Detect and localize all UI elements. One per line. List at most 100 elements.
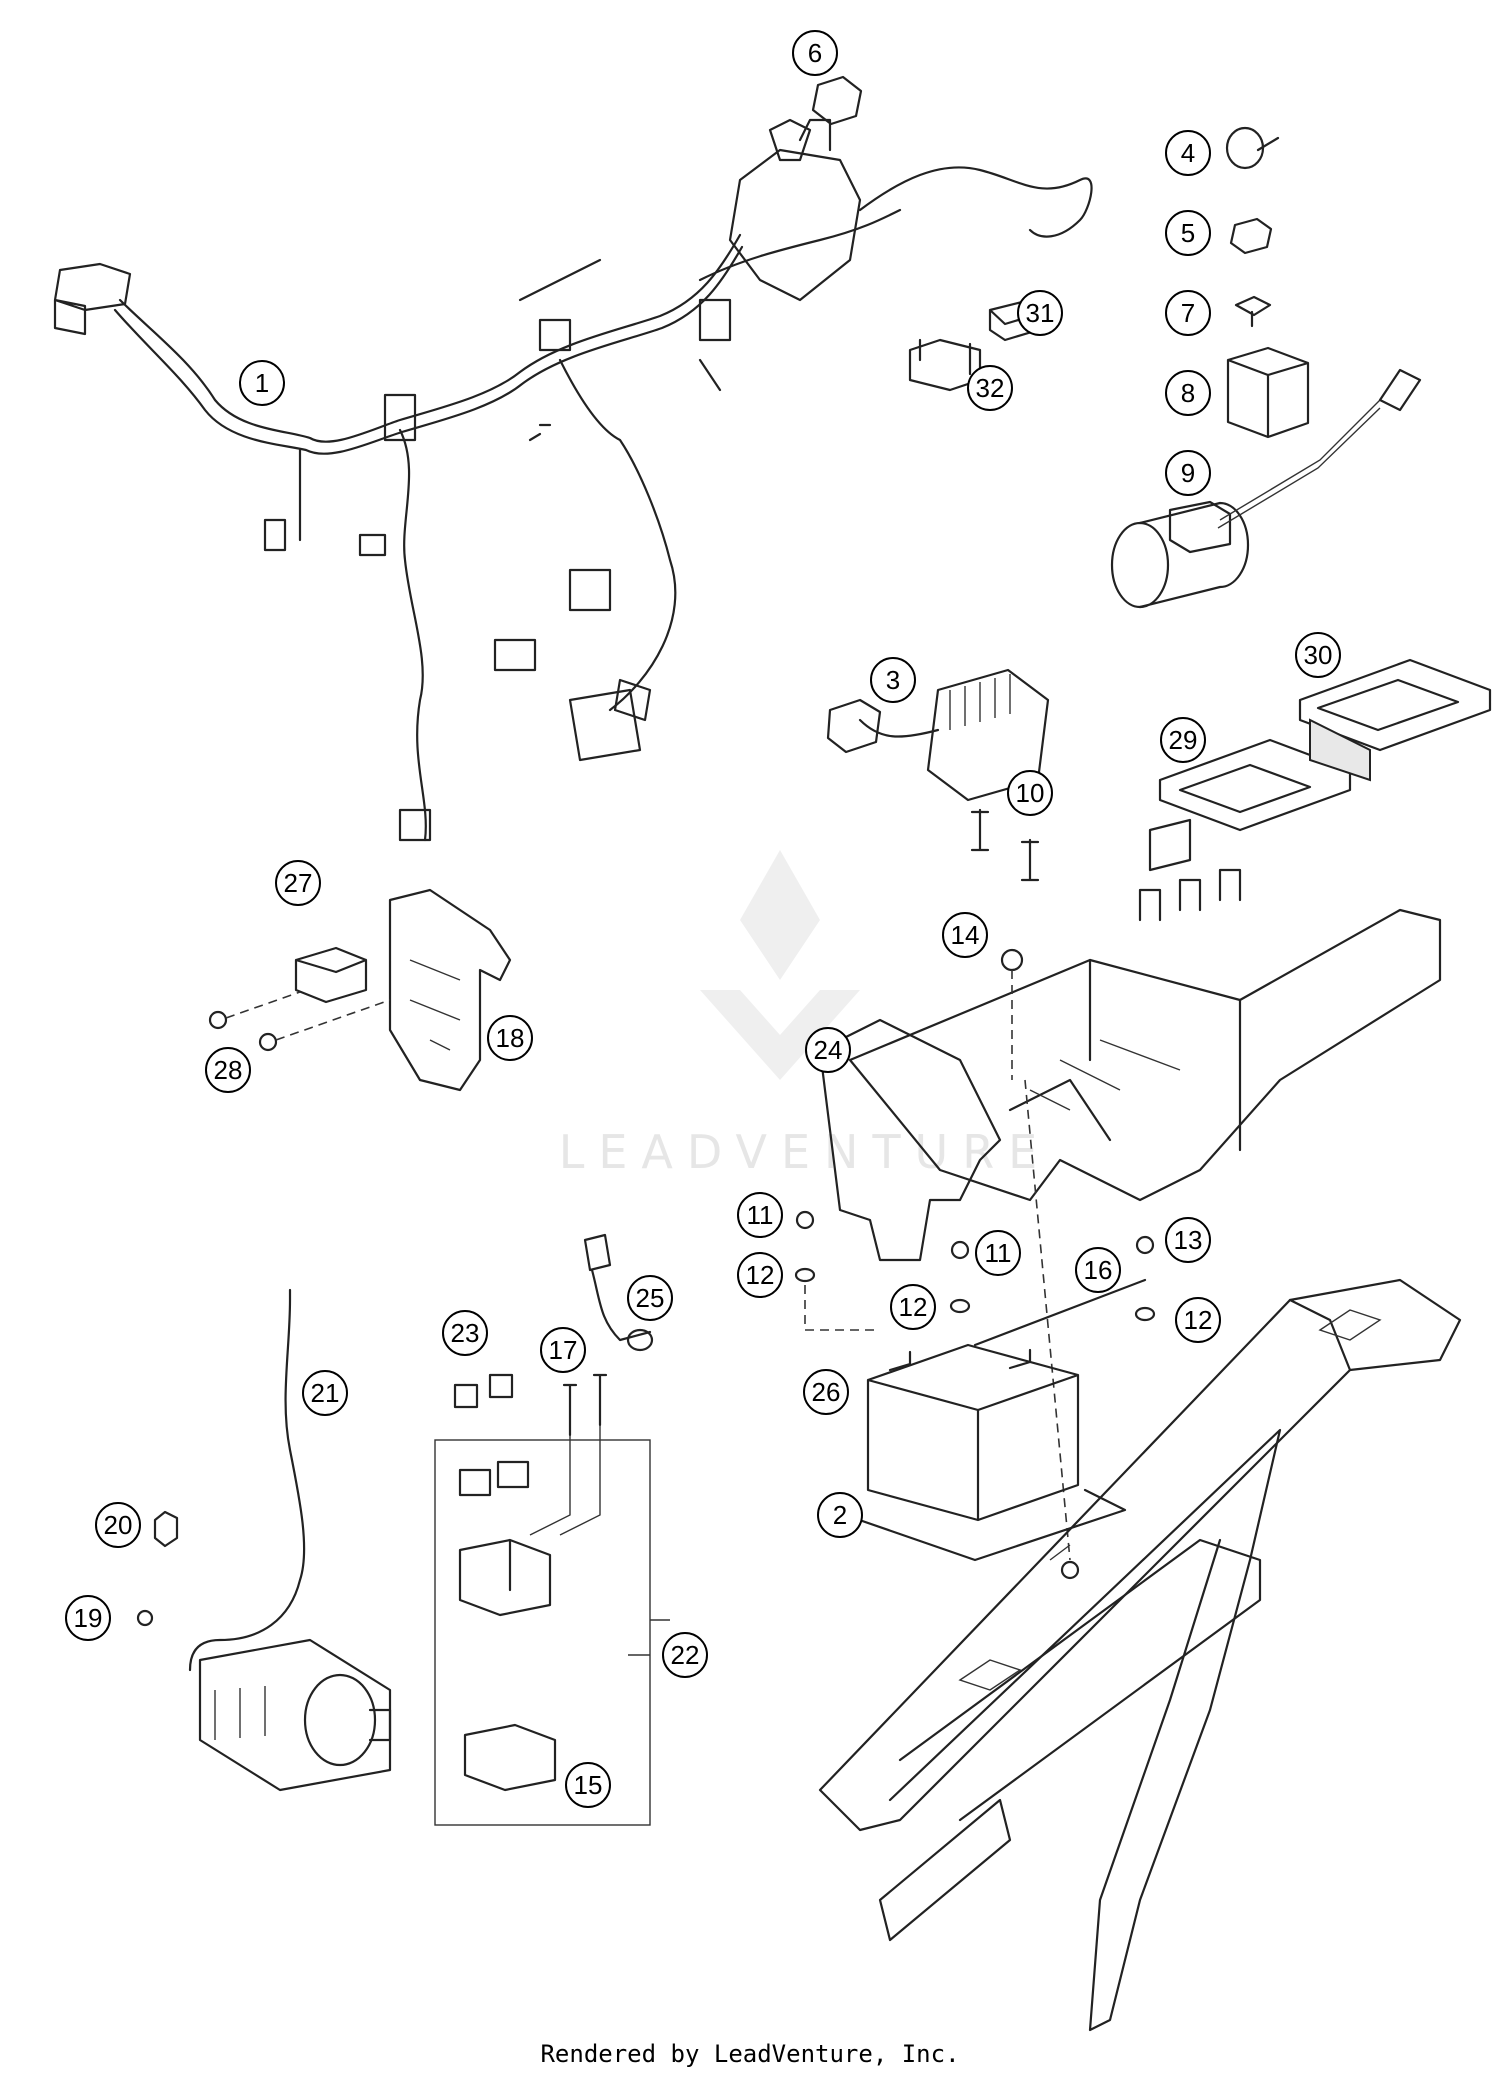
- callout-24[interactable]: 24: [805, 1027, 851, 1073]
- battery-holder: [848, 868, 1442, 1202]
- fuses-23: [453, 1373, 514, 1409]
- callout-25[interactable]: 25: [627, 1275, 673, 1321]
- callout-label: 12: [1184, 1305, 1213, 1335]
- callout-7[interactable]: 7: [1165, 290, 1211, 336]
- callout-9[interactable]: 9: [1165, 450, 1211, 496]
- cable-tie-4: [1225, 126, 1280, 170]
- callout-26[interactable]: 26: [803, 1369, 849, 1415]
- callout-label: 3: [886, 665, 900, 695]
- callout-label: 25: [636, 1283, 665, 1313]
- watermark-flame-icon: [740, 850, 820, 980]
- callout-label: 8: [1181, 378, 1195, 408]
- wiring-harness: [53, 118, 1093, 842]
- callout-label: 23: [451, 1318, 480, 1348]
- callout-label: 14: [951, 920, 980, 950]
- callout-6[interactable]: 6: [792, 30, 838, 76]
- nut-19: [136, 1609, 154, 1627]
- callout-8[interactable]: 8: [1165, 370, 1211, 416]
- callout-3[interactable]: 3: [870, 657, 916, 703]
- callout-label: 12: [746, 1260, 775, 1290]
- callout-10[interactable]: 10: [1007, 770, 1053, 816]
- callout-27[interactable]: 27: [275, 860, 321, 906]
- callout-2[interactable]: 2: [817, 1492, 863, 1538]
- screws-17: [562, 1373, 608, 1437]
- callout-4[interactable]: 4: [1165, 130, 1211, 176]
- callout-label: 31: [1026, 298, 1055, 328]
- callout-5[interactable]: 5: [1165, 210, 1211, 256]
- connector-6: [811, 75, 863, 126]
- callout-31[interactable]: 31: [1017, 290, 1063, 336]
- callout-12b[interactable]: 12: [890, 1284, 936, 1330]
- screws-28: [208, 991, 391, 1052]
- callout-label: 16: [1084, 1255, 1113, 1285]
- callout-label: 18: [496, 1023, 525, 1053]
- callout-15[interactable]: 15: [565, 1762, 611, 1808]
- callout-label: 28: [214, 1055, 243, 1085]
- callout-1[interactable]: 1: [239, 360, 285, 406]
- callout-16[interactable]: 16: [1075, 1247, 1121, 1293]
- clip-7: [1234, 295, 1272, 328]
- hardware-small: [794, 1210, 1156, 1347]
- callout-label: 1: [255, 368, 269, 398]
- callout-label: 21: [311, 1378, 340, 1408]
- callout-20[interactable]: 20: [95, 1502, 141, 1548]
- callout-label: 9: [1181, 458, 1195, 488]
- callout-label: 13: [1174, 1225, 1203, 1255]
- callout-label: 19: [74, 1603, 103, 1633]
- rear-subframe: [818, 1278, 1462, 2032]
- callout-17[interactable]: 17: [540, 1327, 586, 1373]
- callout-22[interactable]: 22: [662, 1632, 708, 1678]
- cover-29: [1148, 738, 1352, 872]
- cover-24: [818, 1018, 1002, 1262]
- callout-label: 22: [671, 1640, 700, 1670]
- starter-motor: [198, 1638, 392, 1792]
- callout-label: 30: [1304, 640, 1333, 670]
- callout-label: 6: [808, 38, 822, 68]
- callout-12c[interactable]: 12: [1175, 1297, 1221, 1343]
- callouts: 1 2 3 4 5 6 7 8 9 10 11 11 12 12 12 13 1…: [65, 30, 1341, 1808]
- callout-label: 32: [976, 373, 1005, 403]
- bracket-18: [388, 888, 512, 1092]
- callout-28[interactable]: 28: [205, 1047, 251, 1093]
- callout-label: 4: [1181, 138, 1195, 168]
- callout-11a[interactable]: 11: [737, 1192, 783, 1238]
- callout-label: 26: [812, 1377, 841, 1407]
- callout-11b[interactable]: 11: [975, 1230, 1021, 1276]
- callout-label: 17: [549, 1335, 578, 1365]
- callout-29[interactable]: 29: [1160, 717, 1206, 763]
- clip-5: [1229, 217, 1273, 255]
- callout-18[interactable]: 18: [487, 1015, 533, 1061]
- sensor-9: [1110, 368, 1422, 609]
- callout-21[interactable]: 21: [302, 1370, 348, 1416]
- watermark-logo-icon: [700, 990, 860, 1080]
- callout-label: 15: [574, 1770, 603, 1800]
- fuse-box-27: [294, 946, 368, 1004]
- callout-14[interactable]: 14: [942, 912, 988, 958]
- callout-19[interactable]: 19: [65, 1595, 111, 1641]
- cover-30: [1298, 658, 1492, 782]
- screws-10: [970, 808, 1040, 882]
- screw-14: [1000, 948, 1071, 1561]
- callout-label: 24: [814, 1035, 843, 1065]
- watermark-text: LEADVENTURE: [559, 1125, 1052, 1179]
- cover-8: [1226, 346, 1310, 439]
- starter-cable-21: [188, 1288, 306, 1672]
- callout-label: 11: [747, 1200, 774, 1230]
- nut-20: [153, 1510, 179, 1548]
- callout-label: 2: [833, 1500, 847, 1530]
- callout-12a[interactable]: 12: [737, 1252, 783, 1298]
- callout-label: 27: [284, 868, 313, 898]
- callout-label: 29: [1169, 725, 1198, 755]
- callout-label: 5: [1181, 218, 1195, 248]
- battery-2: [843, 1343, 1127, 1562]
- callout-label: 11: [985, 1238, 1012, 1268]
- callout-label: 7: [1181, 298, 1195, 328]
- watermark: LEADVENTURE: [559, 850, 1052, 1179]
- callout-13[interactable]: 13: [1165, 1217, 1211, 1263]
- callout-23[interactable]: 23: [442, 1310, 488, 1356]
- callout-30[interactable]: 30: [1295, 632, 1341, 678]
- cable-25: [583, 1233, 654, 1352]
- relay-kit-22: [434, 1425, 670, 1826]
- callout-32[interactable]: 32: [967, 365, 1013, 411]
